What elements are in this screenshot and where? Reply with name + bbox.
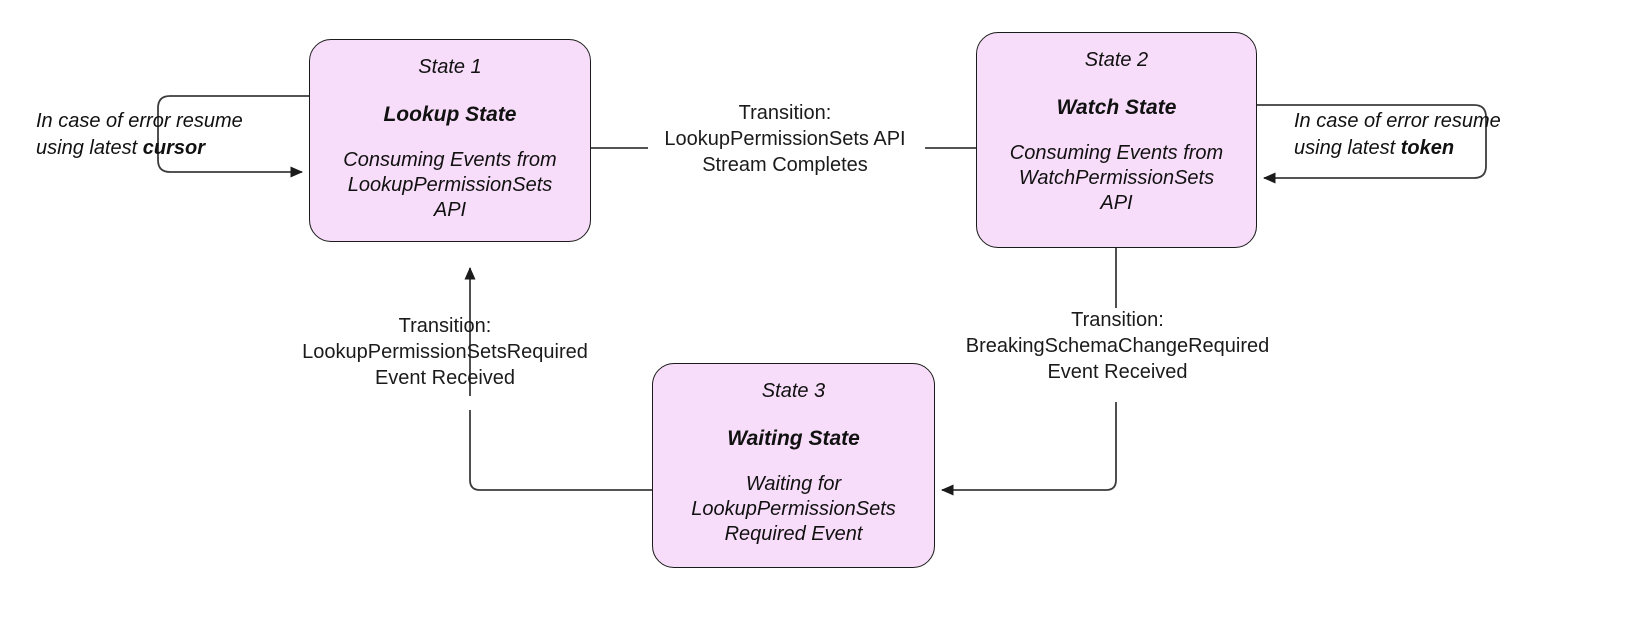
annotation-line-2-prefix: using latest	[1294, 137, 1401, 159]
edge-label-waiting-to-lookup: Transition: LookupPermissionSetsRequired…	[302, 315, 588, 389]
annotation-line-1: In case of error resume	[1294, 110, 1501, 132]
edge-label-lookup-to-watch: Transition: LookupPermissionSets API Str…	[664, 102, 906, 176]
annotation-cursor-resume: In case of error resume using latest cur…	[36, 108, 284, 162]
state-node-id: State 3	[761, 380, 826, 402]
state-node-name: Waiting State	[727, 427, 860, 450]
state-node-name: Watch State	[1056, 96, 1177, 119]
annotation-line-2-prefix: using latest	[36, 137, 143, 159]
state-node-description: Consuming Events from WatchPermissionSet…	[1009, 142, 1224, 214]
annotation-line-2-strong: token	[1400, 137, 1455, 159]
state-node-waiting[interactable]: State 3 Waiting State Waiting for Lookup…	[652, 363, 935, 568]
state-node-description: Consuming Events from LookupPermissionSe…	[343, 149, 557, 221]
annotation-line-1: In case of error resume	[36, 110, 243, 132]
state-node-id: State 2	[1084, 49, 1149, 71]
annotation-token-resume: In case of error resume using latest tok…	[1294, 108, 1542, 162]
state-node-id: State 1	[418, 56, 482, 78]
state-node-name: Lookup State	[383, 103, 517, 126]
state-node-description: Waiting for LookupPermissionSets Require…	[691, 473, 896, 545]
edge-label-watch-to-waiting: Transition: BreakingSchemaChangeRequired…	[965, 309, 1270, 383]
state-node-lookup[interactable]: State 1 Lookup State Consuming Events fr…	[309, 39, 591, 242]
state-node-watch[interactable]: State 2 Watch State Consuming Events fro…	[976, 32, 1257, 248]
annotation-line-2-strong: cursor	[142, 137, 205, 159]
